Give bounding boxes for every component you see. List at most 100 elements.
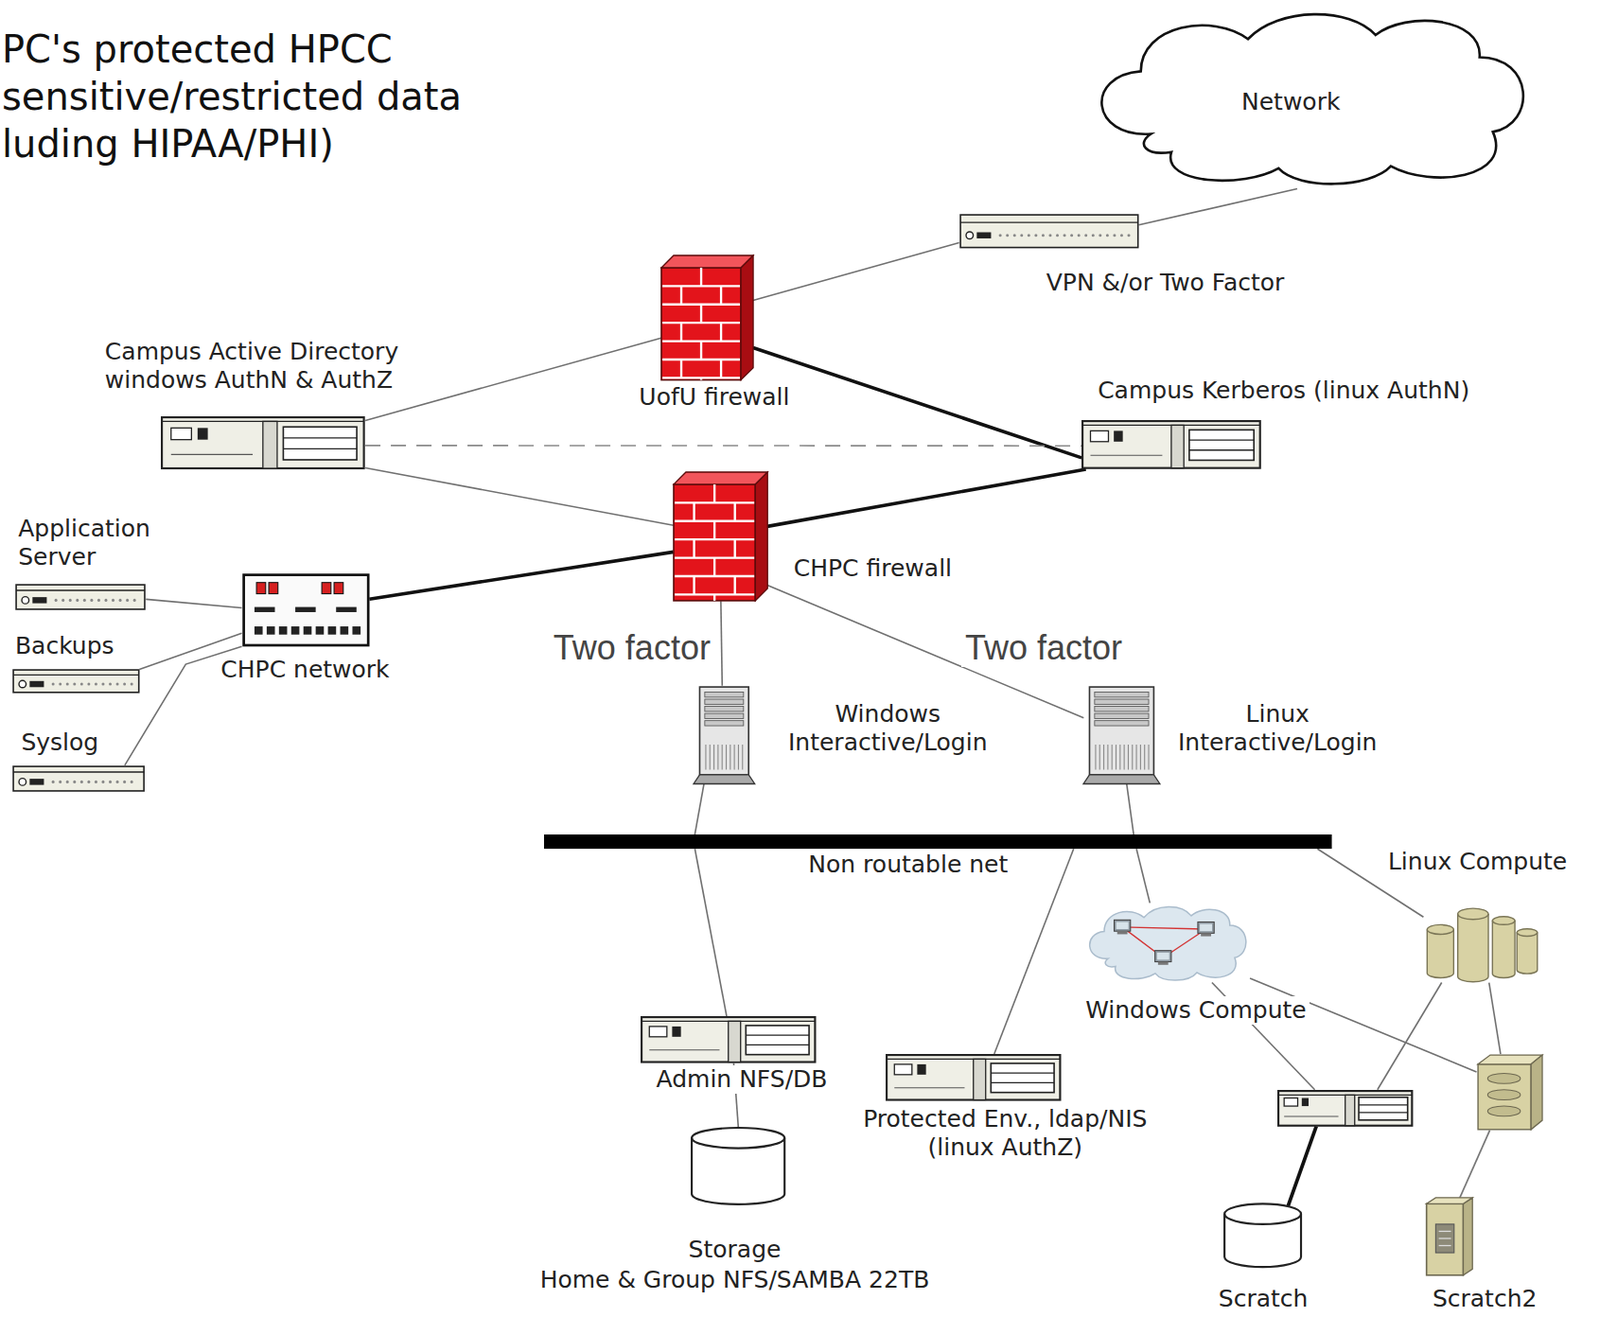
server-drives — [1189, 430, 1254, 461]
server-led — [1301, 1097, 1309, 1107]
server-drive-line — [1358, 1111, 1408, 1113]
device-trim — [13, 674, 140, 676]
tower-bay — [1094, 705, 1149, 711]
device-vent — [94, 780, 98, 784]
firewall-top — [673, 472, 768, 485]
label-slot: Non routable net — [805, 850, 1011, 880]
firewall-top — [661, 255, 754, 268]
device-vent — [80, 780, 84, 784]
tower-bay — [1094, 691, 1149, 697]
server-bay — [894, 1064, 913, 1075]
device-vent — [1012, 234, 1016, 238]
server-led — [1113, 431, 1123, 442]
server-trim — [650, 1049, 721, 1051]
computer-monitor — [1155, 950, 1172, 963]
server-drive-line — [746, 1044, 810, 1046]
cylinder-rim — [1493, 920, 1516, 925]
scratch-cylinder-rim — [1224, 1213, 1302, 1225]
firewall-mortar — [713, 484, 716, 503]
network-bar-fill — [544, 834, 1333, 849]
device-vent — [61, 598, 65, 602]
server-bay — [1283, 1097, 1298, 1107]
device-vent — [58, 683, 62, 686]
device-vent — [54, 598, 58, 602]
server-bay — [171, 427, 193, 440]
server-drive-line — [990, 1082, 1055, 1084]
label-slot: Storage — [685, 1235, 785, 1265]
scratch2-panel — [1435, 1224, 1454, 1253]
server-handle — [728, 1021, 741, 1063]
device-vent — [1076, 234, 1080, 238]
device-case — [960, 215, 1139, 249]
device-vent — [116, 683, 120, 686]
server-drive-line — [746, 1035, 810, 1037]
server-led — [916, 1064, 926, 1075]
server-drive-line — [1189, 439, 1254, 441]
switch-case — [243, 575, 369, 646]
switch-slot — [335, 607, 357, 613]
network-link — [694, 848, 727, 1017]
directory-server: Campus Active Directory windows AuthN & … — [160, 416, 366, 470]
cloud-outline — [1090, 907, 1247, 982]
tower-vent — [725, 744, 727, 770]
tower-case — [700, 686, 750, 775]
device-led — [18, 777, 27, 786]
server-drives — [283, 426, 358, 460]
tower-vent — [709, 744, 711, 770]
server-led — [197, 427, 209, 440]
tower-base — [693, 774, 756, 785]
network-link — [365, 467, 674, 526]
node-label: Windows Compute — [1082, 996, 1310, 1025]
cylinder-rim — [1427, 929, 1455, 934]
switch-port — [351, 626, 361, 635]
device-vent — [66, 780, 70, 784]
label-slot: Protected Env., ldap/NIS (linux AuthZ) — [834, 1105, 1176, 1162]
title-slot: PC's protected HPCC sensitive/restricted… — [1, 25, 513, 168]
tower-vent — [713, 744, 715, 770]
device-vent — [66, 683, 70, 686]
device-vent — [1090, 234, 1094, 238]
node-label: Linux Compute — [1385, 847, 1570, 877]
network-link — [1136, 848, 1150, 903]
compute-cluster: Linux Compute — [1423, 906, 1541, 984]
server-trim — [894, 1087, 965, 1089]
device-vent — [72, 780, 76, 784]
device-vent — [130, 780, 134, 784]
tower-vent — [742, 744, 744, 770]
label-slot: CHPC firewall — [791, 554, 955, 583]
device-vent — [1034, 234, 1038, 238]
device-vent — [1098, 234, 1102, 238]
device-vent — [1106, 234, 1109, 238]
server-case — [1082, 421, 1261, 469]
netcloud-icon — [1081, 902, 1250, 983]
device-vent — [58, 780, 62, 784]
tower-bay — [704, 720, 744, 725]
firewall-mortar — [680, 285, 683, 304]
network-link — [1249, 978, 1477, 1073]
device-trim — [13, 771, 144, 773]
firewall-mortar — [713, 558, 716, 577]
node-label: Scratch2 — [1429, 1284, 1541, 1314]
cylinder-body — [1517, 928, 1539, 973]
node-label: Protected Env., ldap/NIS (linux AuthZ) — [834, 1105, 1176, 1162]
scratch2-slot — [1439, 1230, 1452, 1232]
array-front — [1477, 1064, 1531, 1130]
tower-vent — [1132, 744, 1134, 770]
tower-vent — [1124, 744, 1126, 770]
tower-vent — [1099, 744, 1101, 770]
device-icon — [15, 583, 146, 611]
server-drive-line — [283, 448, 358, 450]
network-link — [1489, 983, 1501, 1055]
tower-icon — [693, 685, 756, 785]
network-link — [753, 347, 1082, 458]
switch-light — [256, 582, 266, 595]
firewall-icon — [673, 472, 768, 601]
firewall-mortar — [692, 576, 695, 595]
backup-server: Backups — [12, 668, 141, 694]
node-label: UofU firewall — [635, 383, 792, 412]
device-vent — [1019, 234, 1023, 238]
device-vent — [105, 598, 108, 602]
node-label: CHPC firewall — [791, 554, 955, 583]
array-disk — [1487, 1073, 1521, 1085]
node-label: Admin NFS/DB — [653, 1065, 831, 1094]
